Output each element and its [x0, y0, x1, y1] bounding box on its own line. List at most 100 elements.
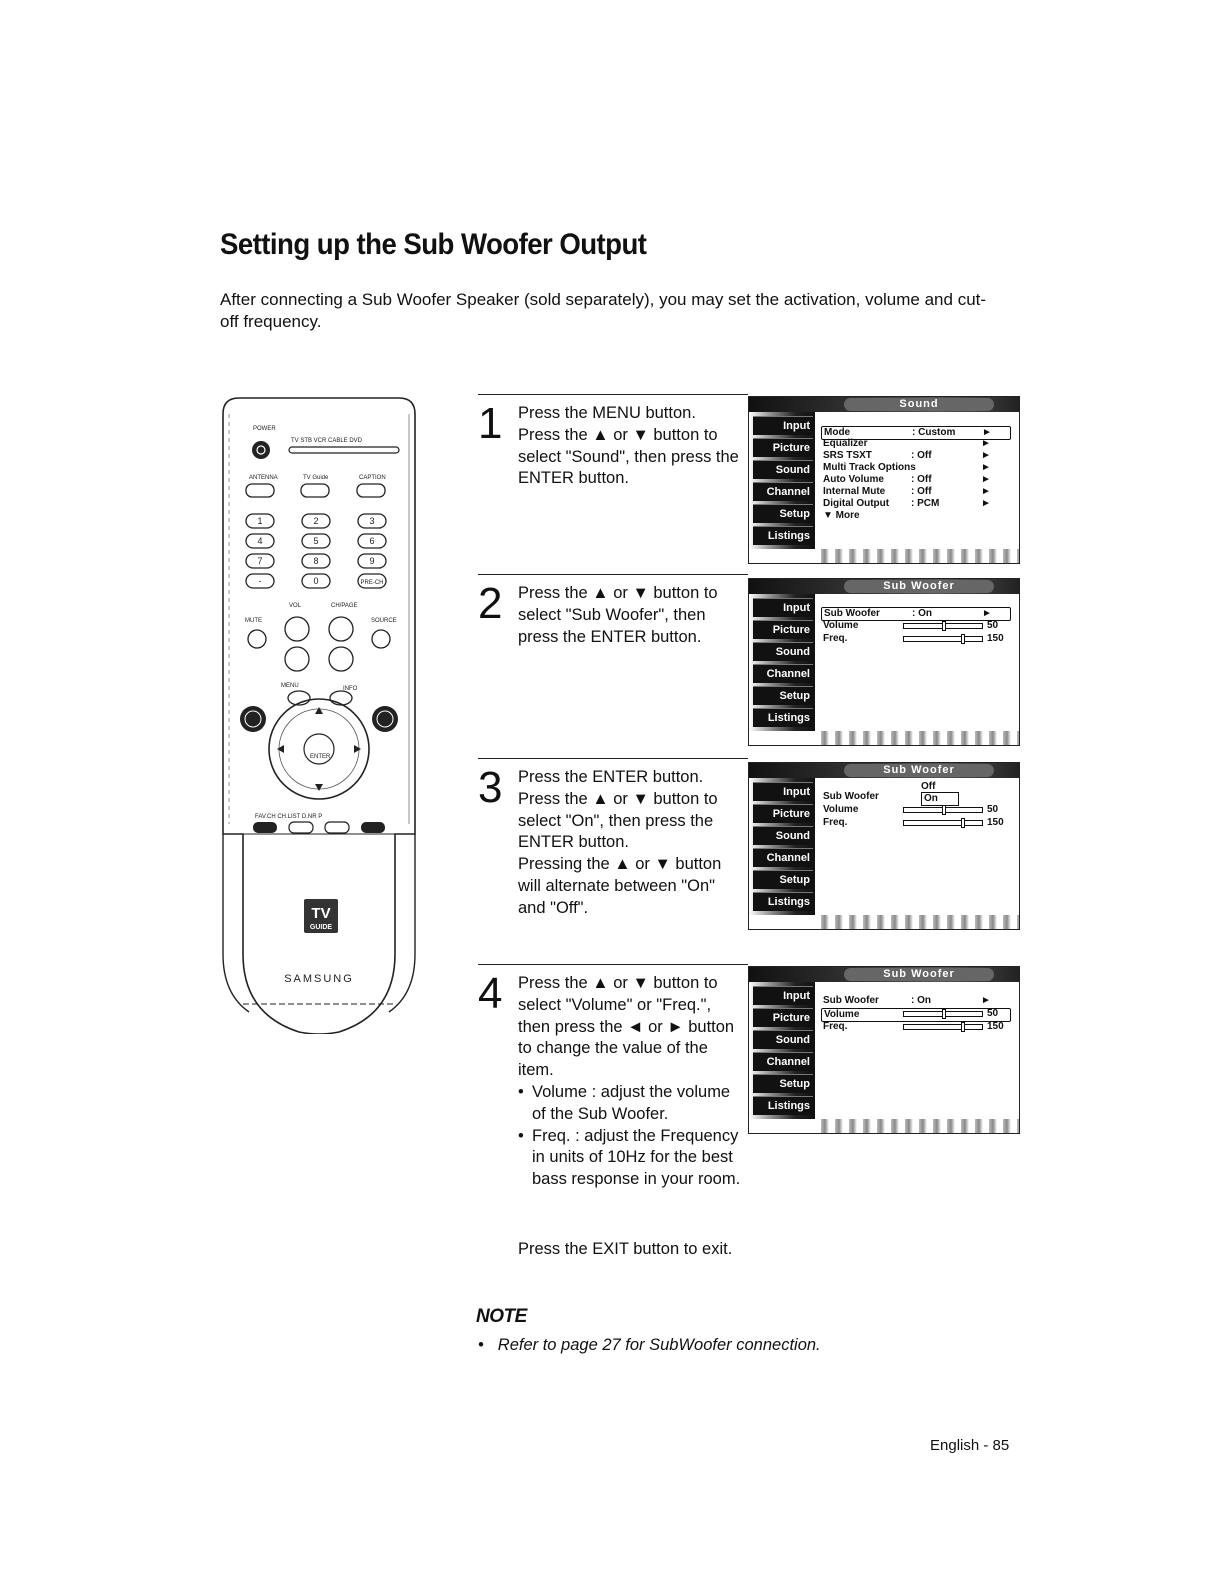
osd-tab: Input	[753, 986, 813, 1005]
remote-power-label: POWER	[253, 426, 276, 432]
menu-button[interactable]	[287, 690, 311, 706]
step-rule	[478, 574, 748, 575]
number-button[interactable]	[245, 513, 275, 529]
osd-level-bar	[903, 634, 983, 644]
ch-up-button[interactable]	[328, 616, 354, 642]
osd-level-knob	[961, 818, 965, 828]
osd-tab: Setup	[753, 870, 813, 889]
number-button[interactable]	[357, 553, 387, 569]
osd-level-knob	[942, 621, 946, 631]
number-button[interactable]	[301, 533, 331, 549]
osd-menu-row: Multi Track Options►	[823, 462, 991, 474]
osd-row-value: : On	[911, 995, 931, 1006]
osd-menu-row: Volume	[823, 804, 981, 816]
number-button[interactable]	[357, 513, 387, 529]
fav-ch-button[interactable]	[253, 822, 277, 833]
osd-tab: Listings	[753, 526, 813, 545]
osd-level-value: 150	[987, 633, 1004, 644]
step-instructions: Press the ▲ or ▼ button to select "Sub W…	[518, 583, 743, 648]
osd-row-label: Freq.	[823, 633, 848, 644]
enter-label: ENTER	[310, 754, 331, 760]
number-button[interactable]	[357, 533, 387, 549]
dnr-button[interactable]	[324, 821, 350, 834]
step-number: 3	[478, 763, 503, 812]
osd-tab: Sound	[753, 460, 813, 479]
p-button[interactable]	[361, 822, 385, 833]
step-number: 4	[478, 969, 503, 1018]
menu-label: MENU	[281, 683, 299, 689]
ch-list-button[interactable]	[288, 821, 314, 834]
osd-menu-row: Freq.	[823, 633, 981, 645]
number-button-label: 6	[369, 536, 374, 546]
power-button[interactable]	[252, 441, 270, 459]
enter-button[interactable]	[303, 733, 335, 765]
vol-up-button[interactable]	[284, 616, 310, 642]
navigation-ring[interactable]	[268, 698, 370, 800]
info-label: INFO	[343, 686, 358, 692]
number-button[interactable]	[245, 533, 275, 549]
mode-corner-button[interactable]	[240, 706, 266, 732]
antenna-button[interactable]	[245, 483, 275, 498]
osd-menu-row: Mode: Custom►	[821, 426, 1011, 440]
number-button-label: 9	[369, 556, 374, 566]
number-button[interactable]	[357, 573, 387, 589]
osd-menu-row: Freq.	[823, 817, 981, 829]
osd-row-label: Volume	[823, 804, 859, 815]
osd-menu-row: Volume	[823, 620, 981, 632]
osd-row-arrow: ►	[981, 438, 991, 449]
number-button[interactable]	[301, 513, 331, 529]
number-button[interactable]	[245, 573, 275, 589]
number-button[interactable]	[245, 553, 275, 569]
osd-level-knob	[942, 1009, 946, 1019]
osd-menu-row: Volume	[821, 1008, 1011, 1022]
mode-slider[interactable]	[288, 446, 400, 454]
osd-title: Sub Woofer	[844, 764, 994, 777]
exit-instruction: Press the EXIT button to exit.	[518, 1240, 733, 1258]
info-button[interactable]	[329, 690, 353, 706]
osd-row-label: Freq.	[823, 817, 848, 828]
osd-row-label: Sub Woofer	[823, 791, 879, 802]
note-bullet: •	[478, 1336, 484, 1354]
osd-bottom-bar	[815, 915, 1019, 929]
number-button-label: -	[259, 576, 262, 586]
step-number: 2	[478, 579, 503, 628]
osd-level-knob	[961, 1022, 965, 1032]
osd-row-arrow: ►	[982, 608, 992, 619]
osd-level-value: 50	[987, 804, 999, 815]
ch-down-button[interactable]	[328, 646, 354, 672]
remote-mode-labels: TV STB VCR CABLE DVD	[291, 438, 363, 444]
osd-level-knob	[961, 634, 965, 644]
osd-row-label: ▼ More	[823, 510, 860, 521]
step-bullet: Freq. : adjust the Frequency in units of…	[518, 1126, 743, 1191]
osd-bottom-bar	[815, 1119, 1019, 1133]
osd-row-label: Volume	[823, 620, 859, 631]
step-instructions: Press the MENU button.Press the ▲ or ▼ b…	[518, 403, 743, 490]
osd-tab: Picture	[753, 620, 813, 639]
osd-row-label: Freq.	[823, 1021, 848, 1032]
osd-row-label: Internal Mute	[823, 486, 886, 497]
tvguide-button[interactable]	[300, 483, 330, 498]
number-button-label: 8	[313, 556, 318, 566]
osd-tab: Picture	[753, 1008, 813, 1027]
exit-corner-button[interactable]	[372, 706, 398, 732]
number-button[interactable]	[301, 573, 331, 589]
vol-label: VOL	[289, 603, 302, 609]
step-bullets: Volume : adjust the volume of the Sub Wo…	[518, 1082, 743, 1191]
osd-row-value: : Off	[911, 486, 932, 497]
osd-row-value: : On	[912, 608, 932, 619]
source-button[interactable]	[371, 629, 391, 649]
vol-down-button[interactable]	[284, 646, 310, 672]
caption-button[interactable]	[356, 483, 386, 498]
number-button-label: 7	[257, 556, 262, 566]
osd-menu-row: ▼ More	[823, 510, 981, 522]
osd-menu-row: Sub Woofer: On►	[823, 995, 991, 1007]
step-rule	[478, 394, 748, 395]
number-button[interactable]	[301, 553, 331, 569]
osd-tab: Setup	[753, 686, 813, 705]
osd-tab: Sound	[753, 826, 813, 845]
mute-button[interactable]	[247, 629, 267, 649]
